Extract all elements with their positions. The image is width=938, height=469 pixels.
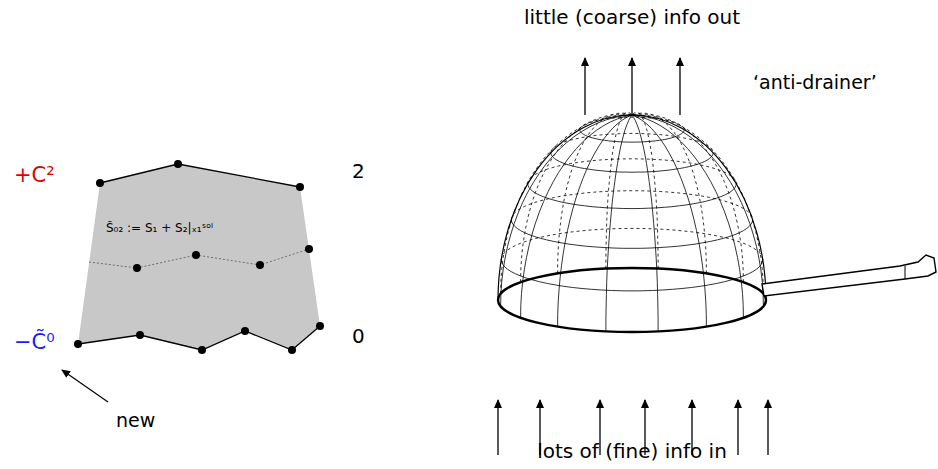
handle-detail xyxy=(905,266,906,279)
drainer-handle xyxy=(762,255,936,296)
solution-region: S̃₀₂ := S₁ + S₂|ₓ₁ˢᵒˡ xyxy=(66,155,334,360)
note-label: new xyxy=(116,410,155,432)
formula-text: S̃₀₂ := S₁ + S₂|ₓ₁ˢᵒˡ xyxy=(106,221,213,235)
output-arrows xyxy=(585,58,680,115)
output-caption: little (coarse) info out xyxy=(524,6,740,29)
curve-label: +C² xyxy=(14,163,55,187)
object-name: ‘anti-drainer’ xyxy=(753,72,877,94)
curve-label: −C̃⁰ xyxy=(14,330,55,354)
region-shape xyxy=(66,155,334,360)
input-caption: lots of (fine) info in xyxy=(537,440,727,463)
level-number: 0 xyxy=(352,325,365,348)
level-number: 2 xyxy=(352,160,365,183)
pointer-arrow xyxy=(62,370,108,402)
anti-drainer-dome xyxy=(498,112,766,332)
